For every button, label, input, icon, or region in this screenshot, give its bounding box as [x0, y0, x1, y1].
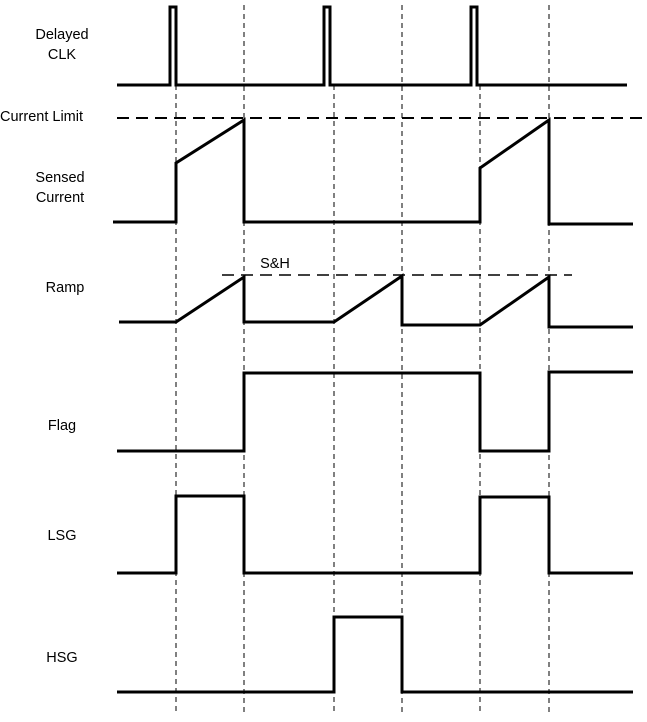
lsg-waveform — [117, 494, 633, 575]
lsg-label: LSG — [47, 528, 77, 544]
delayed-clk-label-line-2: CLK — [47, 47, 77, 63]
sample-hold-label: S&H — [260, 256, 290, 272]
ramp-label: Ramp — [45, 280, 85, 296]
delayed-clk-label: Delayed CLK — [30, 25, 94, 65]
hsg-waveform — [117, 615, 633, 694]
sensed-current-label-line-1: Sensed — [35, 170, 85, 186]
sensed-current-label-line-2: Current — [35, 190, 85, 206]
timing-guides — [175, 5, 550, 712]
hsg-label: HSG — [46, 650, 78, 666]
ramp-waveform — [119, 273, 633, 329]
waveforms — [113, 5, 633, 694]
flag-label: Flag — [47, 418, 77, 434]
sensed-current-label: Sensed Current — [28, 168, 92, 208]
delayed-clk-waveform — [117, 5, 627, 87]
flag-waveform — [117, 370, 633, 453]
delayed-clk-label-line-1: Delayed — [35, 27, 89, 43]
current-limit-label: Current Limit — [0, 109, 83, 125]
sensed-current-waveform — [113, 117, 633, 226]
